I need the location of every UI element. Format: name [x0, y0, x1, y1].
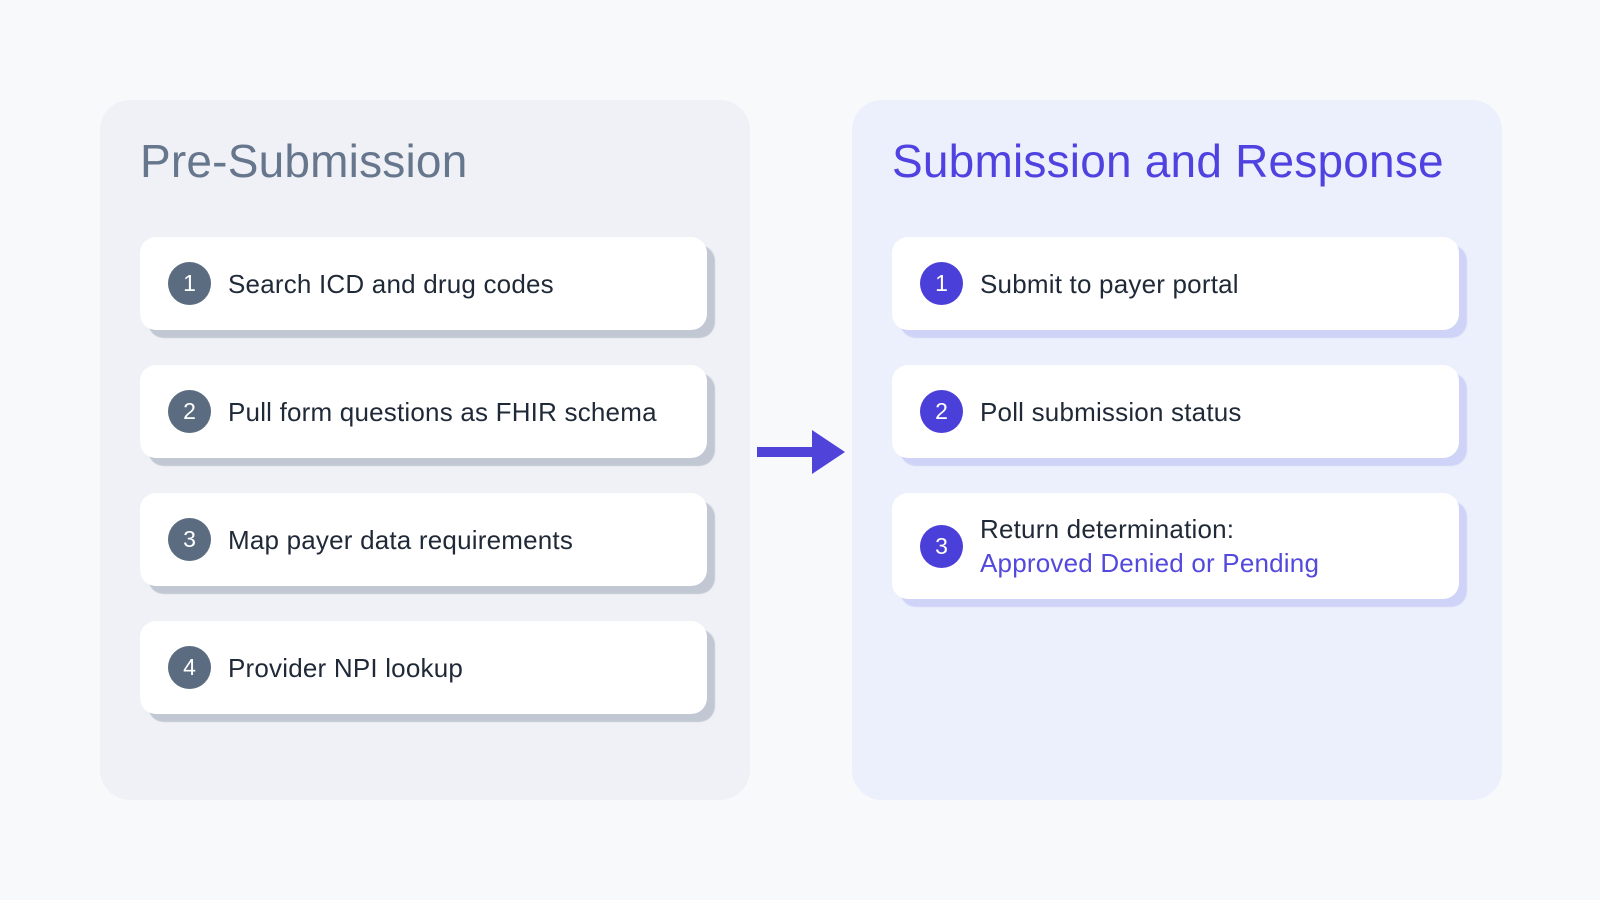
step-card: 4 Provider NPI lookup	[140, 621, 707, 714]
step-card: 3 Return determination: Approved Denied …	[892, 493, 1459, 599]
step-card: 1 Search ICD and drug codes	[140, 237, 707, 330]
step-label: Provider NPI lookup	[228, 652, 464, 683]
flow-arrow-icon	[757, 430, 845, 474]
step-number-badge: 1	[920, 262, 963, 305]
step-label: Return determination: Approved Denied or…	[980, 512, 1319, 580]
step-label-line1: Return determination:	[980, 514, 1235, 544]
step-number-badge: 2	[920, 390, 963, 433]
submission-response-panel: Submission and Response 1 Submit to paye…	[852, 100, 1502, 800]
pre-submission-panel: Pre-Submission 1 Search ICD and drug cod…	[100, 100, 750, 800]
step-card: 2 Pull form questions as FHIR schema	[140, 365, 707, 458]
step-card: 2 Poll submission status	[892, 365, 1459, 458]
step-label: Pull form questions as FHIR schema	[228, 396, 657, 427]
step-card: 1 Submit to payer portal	[892, 237, 1459, 330]
step-number-badge: 3	[920, 524, 963, 568]
step-label: Poll submission status	[980, 396, 1242, 427]
step-label: Submit to payer portal	[980, 268, 1239, 299]
step-number-badge: 3	[168, 518, 211, 561]
step-label-line2: Approved Denied or Pending	[980, 548, 1320, 578]
step-card: 3 Map payer data requirements	[140, 493, 707, 586]
panel-title: Submission and Response	[892, 135, 1444, 187]
step-label: Map payer data requirements	[228, 524, 574, 555]
step-label: Search ICD and drug codes	[228, 268, 554, 299]
panel-title: Pre-Submission	[140, 135, 468, 187]
step-number-badge: 1	[168, 262, 211, 305]
step-number-badge: 4	[168, 646, 211, 689]
step-number-badge: 2	[168, 390, 211, 433]
